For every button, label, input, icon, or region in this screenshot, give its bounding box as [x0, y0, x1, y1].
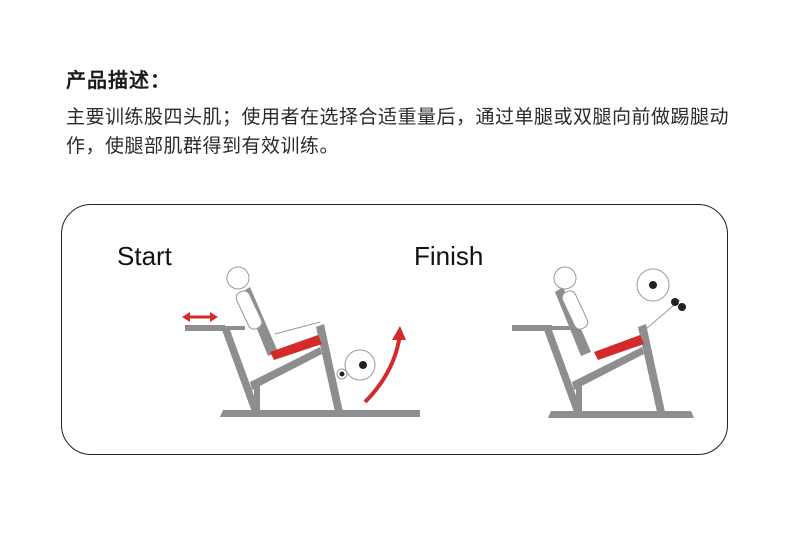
motion-arrow-icon [392, 326, 406, 340]
finish-label: Finish [414, 241, 484, 271]
exercise-diagram-panel [61, 204, 728, 455]
start-label: Start [117, 241, 172, 271]
start-position-illustration [182, 266, 420, 417]
finish-position-illustration [512, 266, 694, 418]
product-description: 主要训练股四头肌；使用者在选择合适重量后，通过单腿或双腿向前做踢腿动作，使腿部肌… [66, 106, 730, 157]
section-heading: 产品描述： [66, 68, 171, 92]
adjust-arrow-icon [182, 312, 218, 322]
